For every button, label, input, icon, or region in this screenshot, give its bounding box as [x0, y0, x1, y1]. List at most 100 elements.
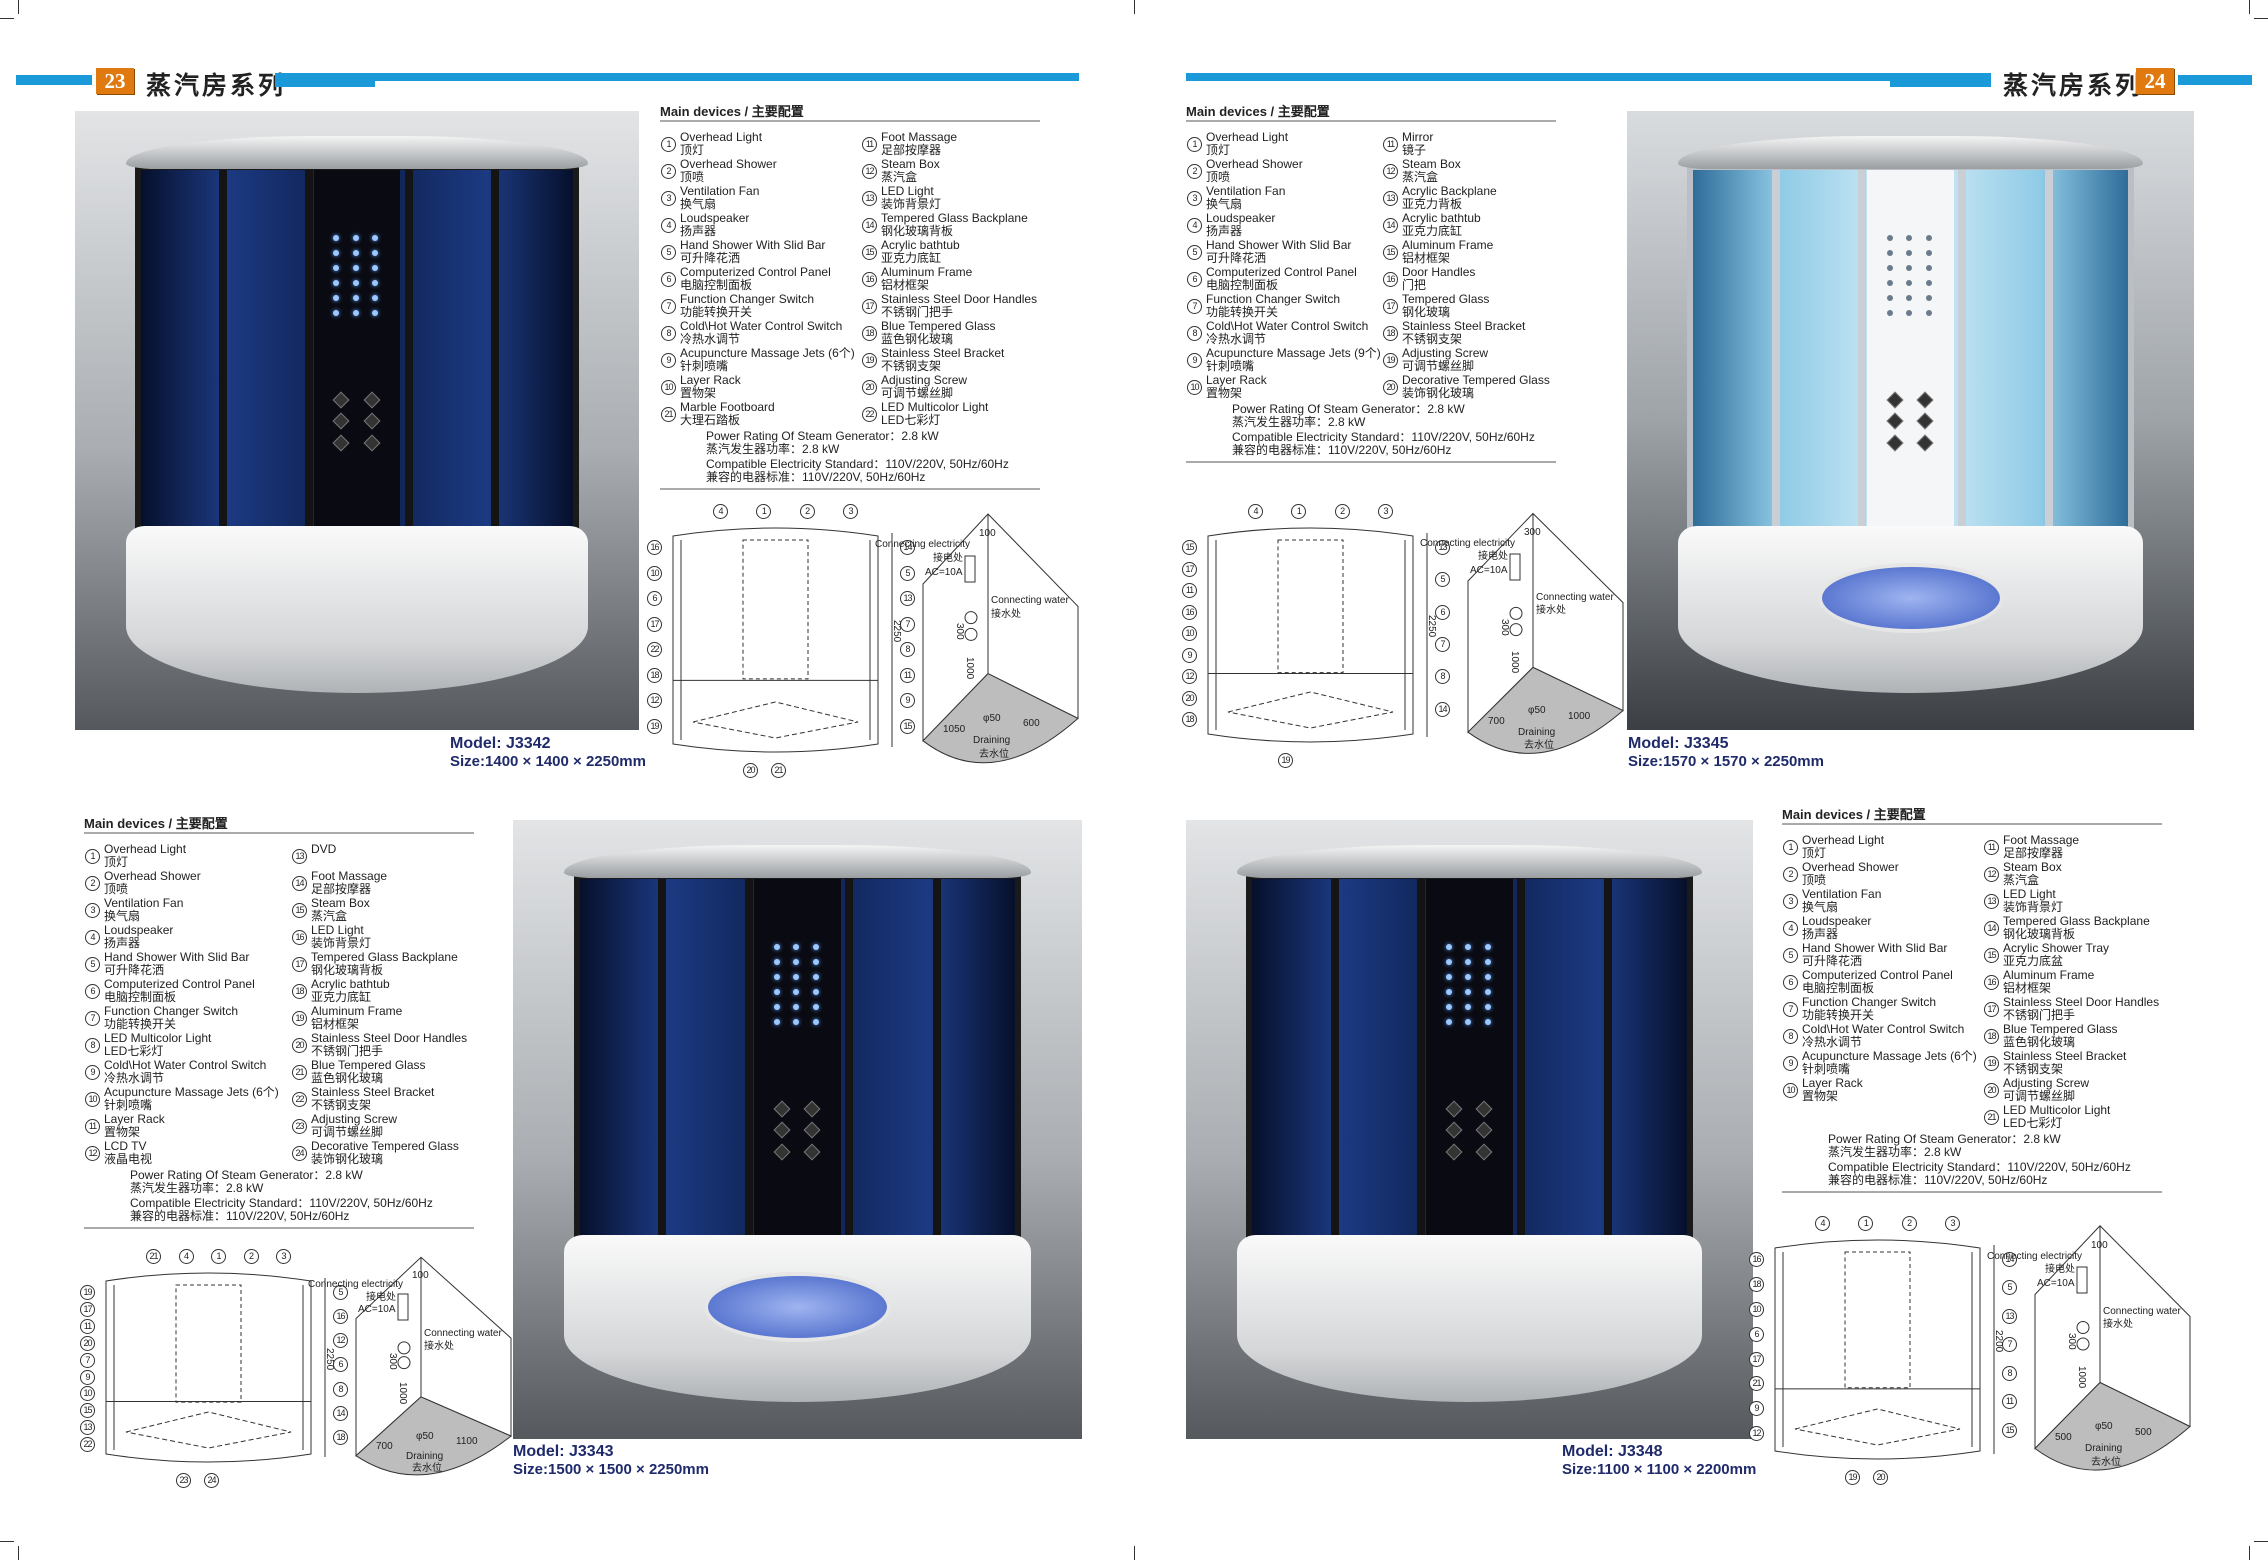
water-label-cn: 接水处 — [1536, 605, 1566, 617]
item-name-en: Overhead Light — [104, 842, 187, 856]
item-name-cn: 顶喷 — [680, 170, 705, 184]
item-name-cn: 亚克力底缸 — [311, 990, 372, 1004]
electricity-label-cn: 接电处 — [366, 1291, 396, 1303]
water-dimension: 300 — [2066, 1333, 2077, 1350]
device-item: 16 Aluminum Frame 铝材框架 — [1983, 969, 2162, 996]
item-name-cn: 功能转换开关 — [1802, 1008, 1875, 1022]
header-bar-right-long2 — [1890, 81, 1991, 87]
item-name-cn: 足部按摩器 — [2003, 846, 2064, 860]
divider — [660, 488, 1040, 490]
callout-number: 9 — [900, 693, 915, 708]
item-name-cn: 钢化玻璃背板 — [2003, 927, 2076, 941]
cabin-glass — [1687, 163, 2134, 537]
header-bar-right — [2178, 75, 2252, 85]
item-name-cn: 可升降花洒 — [1206, 251, 1267, 265]
callout-number: 21 — [146, 1249, 161, 1264]
device-item: 2 Overhead Shower 顶喷 — [1186, 158, 1386, 185]
callout-number: 10 — [647, 565, 662, 581]
led-dot — [793, 943, 800, 950]
led-dot — [1445, 1004, 1452, 1011]
spec-power-en: Power Rating Of Steam Generator：2.8 kW — [706, 429, 939, 443]
led-dot — [352, 249, 359, 256]
device-item: 14 Foot Massage 足部按摩器 — [291, 870, 474, 897]
callout-number: 12 — [1749, 1426, 1764, 1442]
device-item: 21 LED Multicolor Light LED七彩灯 — [1983, 1104, 2162, 1131]
item-number: 1 — [85, 849, 100, 864]
device-column-1: 1 Overhead Light 顶灯 2 Overhead Shower 顶喷… — [84, 843, 284, 1167]
item-name-cn: 不锈钢支架 — [881, 359, 942, 373]
callout-number: 18 — [647, 667, 662, 683]
device-item: 18 Stainless Steel Bracket 不锈钢支架 — [1382, 320, 1556, 347]
device-item: 15 Aluminum Frame 铝材框架 — [1382, 239, 1556, 266]
item-number: 13 — [1383, 191, 1398, 206]
item-number: 2 — [85, 876, 100, 891]
device-item: 9 Cold\Hot Water Control Switch 冷热水调节 — [84, 1059, 284, 1086]
item-number: 9 — [661, 353, 676, 368]
device-item: 5 Hand Shower With Slid Bar 可升降花洒 — [1186, 239, 1386, 266]
item-number: 7 — [1783, 1002, 1798, 1017]
led-dot — [1445, 989, 1452, 996]
callout-number: 20 — [1182, 690, 1197, 706]
electricity-dimension: 100 — [412, 1269, 429, 1281]
item-number: 12 — [1984, 867, 1999, 882]
callout-number: 20 — [743, 763, 758, 778]
callout-number: 4 — [178, 1249, 194, 1264]
device-item: 11 Layer Rack 置物架 — [84, 1113, 284, 1140]
led-dot — [333, 295, 340, 302]
callout-number: 14 — [2002, 1252, 2017, 1267]
item-number: 5 — [661, 245, 676, 260]
led-dot — [1465, 989, 1472, 996]
floor-dimension-a: 1050 — [943, 724, 966, 735]
item-name-cn: 扬声器 — [1206, 224, 1243, 238]
device-item: 10 Layer Rack 置物架 — [660, 374, 860, 401]
callout-number: 6 — [1435, 604, 1450, 620]
item-number: 9 — [1187, 353, 1202, 368]
led-dot — [1906, 234, 1913, 241]
crop-mark — [0, 1541, 14, 1542]
item-name-en: Marble Footboard — [680, 400, 775, 414]
drain-label: Draining — [973, 735, 1011, 747]
product-photo — [1186, 820, 1753, 1439]
callout-number: 5 — [333, 1285, 348, 1300]
led-dot — [1484, 958, 1491, 965]
callout-number: 3 — [1945, 1216, 1960, 1231]
item-name-en: Overhead Light — [680, 130, 763, 144]
callout-number: 9 — [1749, 1401, 1764, 1417]
model-number: Model: J3343 — [513, 1443, 614, 1460]
device-item: 24 Decorative Tempered Glass 装饰钢化玻璃 — [291, 1140, 474, 1167]
led-dot — [1906, 264, 1913, 271]
device-item: 13 LED Light 装饰背景灯 — [861, 185, 1040, 212]
item-name-en: Ventilation Fan — [1802, 887, 1882, 901]
main-devices-list: Main devices / 主要配置 1 Overhead Light 顶灯 … — [1186, 105, 1556, 467]
item-name-en: Loudspeaker — [104, 923, 174, 937]
cabin-tub — [125, 525, 589, 693]
electricity-spec: AC=10A — [925, 567, 963, 579]
led-dot — [1484, 1004, 1491, 1011]
device-item: 15 Steam Box 蒸汽盒 — [291, 897, 474, 924]
item-number: 21 — [1984, 1110, 1999, 1125]
item-number: 20 — [1984, 1083, 1999, 1098]
device-item: 12 Steam Box 蒸汽盒 — [861, 158, 1040, 185]
callout-number: 10 — [80, 1386, 95, 1402]
item-name-cn: 不锈钢门把手 — [881, 305, 954, 319]
device-item: 7 Function Changer Switch 功能转换开关 — [1186, 293, 1386, 320]
item-name-en: Acrylic Backplane — [1402, 184, 1497, 198]
callout-number: 22 — [80, 1437, 95, 1453]
item-number: 13 — [1984, 894, 1999, 909]
item-number: 1 — [1783, 840, 1798, 855]
item-number: 13 — [292, 849, 307, 864]
callout-number: 21 — [1749, 1376, 1764, 1392]
led-dot — [333, 234, 340, 241]
crop-mark — [1134, 1546, 1135, 1560]
item-name-cn: 亚克力底盆 — [2003, 954, 2064, 968]
item-name-en: Adjusting Screw — [2003, 1076, 2090, 1090]
tub-window — [1817, 562, 2004, 633]
item-name-cn: 可调节螺丝脚 — [2003, 1089, 2076, 1103]
item-name-cn: 顶喷 — [1206, 170, 1231, 184]
item-name-cn: 铝材框架 — [2003, 981, 2052, 995]
item-name-en: Overhead Shower — [104, 869, 201, 883]
led-dot — [372, 310, 379, 317]
item-name-cn: 大理石踏板 — [680, 413, 741, 427]
model-number: Model: J3345 — [1628, 735, 1729, 752]
item-number: 11 — [1984, 840, 1999, 855]
